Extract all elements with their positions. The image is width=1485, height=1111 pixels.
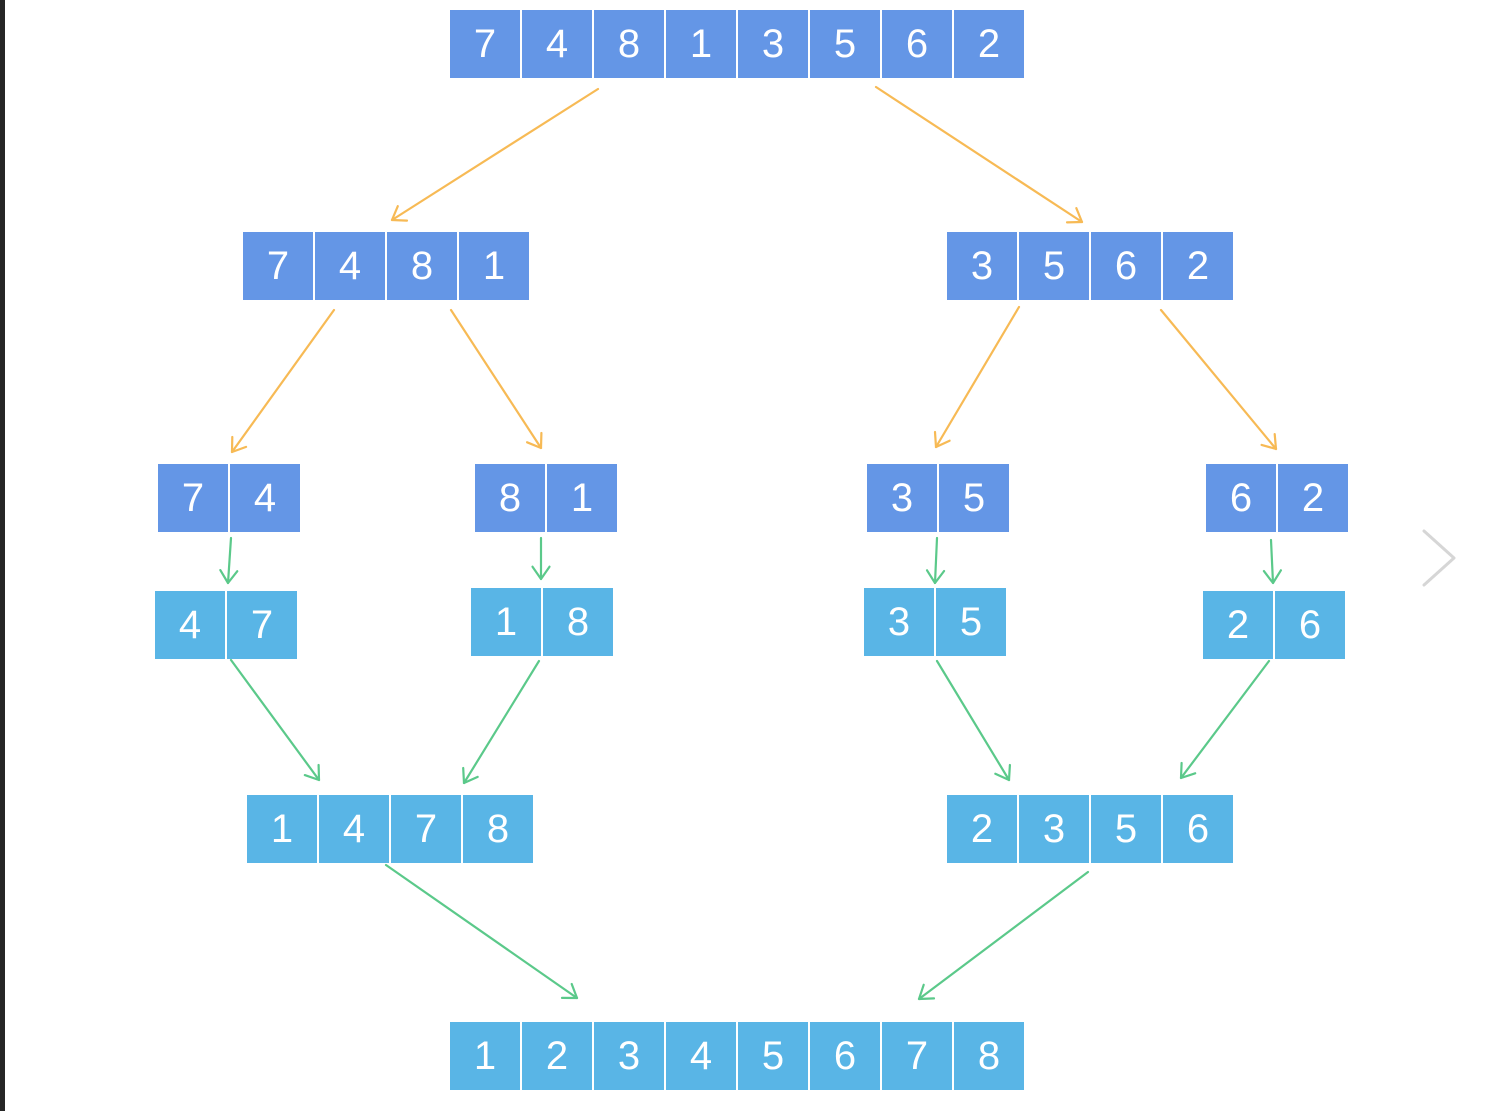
array-cell: 6 <box>810 1022 880 1090</box>
split-arrow <box>1159 308 1278 451</box>
array-cell: 5 <box>810 10 880 78</box>
split-arrow <box>933 305 1021 449</box>
array-cell: 6 <box>1275 591 1345 659</box>
array-cell: 1 <box>471 588 541 656</box>
array-cell: 2 <box>954 10 1024 78</box>
array-cell: 7 <box>391 795 461 863</box>
array-cell: 8 <box>954 1022 1024 1090</box>
split-arrow <box>230 308 336 454</box>
array-cell: 5 <box>1019 232 1089 300</box>
merge-arrow <box>462 659 541 785</box>
array-cell: 1 <box>247 795 317 863</box>
merge-arrow <box>935 659 1012 782</box>
split-arrow <box>449 308 543 450</box>
array-cell: 8 <box>543 588 613 656</box>
array-cell: 2 <box>1203 591 1273 659</box>
merge-arrow <box>925 536 946 585</box>
merge-arrow <box>384 863 579 1000</box>
array-cell: 4 <box>315 232 385 300</box>
array-cell: 7 <box>227 591 297 659</box>
chevron-right-icon[interactable] <box>1418 527 1462 589</box>
merge-arrow <box>1262 538 1283 585</box>
array-cell: 6 <box>882 10 952 78</box>
array-cell: 7 <box>158 464 228 532</box>
array-cell: 2 <box>522 1022 592 1090</box>
window-edge <box>0 0 5 1111</box>
merge-arrow <box>219 536 239 585</box>
array-cell: 1 <box>459 232 529 300</box>
array-cell: 8 <box>594 10 664 78</box>
array-cell: 8 <box>475 464 545 532</box>
array-cell: 5 <box>738 1022 808 1090</box>
array-cell: 4 <box>230 464 300 532</box>
array-cell: 2 <box>947 795 1017 863</box>
array-cell: 6 <box>1206 464 1276 532</box>
array-cell: 6 <box>1091 232 1161 300</box>
array-cell: 3 <box>1019 795 1089 863</box>
array-cell: 4 <box>155 591 225 659</box>
array-cell: 1 <box>666 10 736 78</box>
array-cell: 1 <box>547 464 617 532</box>
array-cell: 8 <box>387 232 457 300</box>
split-arrow <box>390 87 600 222</box>
array-cell: 7 <box>450 10 520 78</box>
merge-arrow <box>531 536 551 581</box>
array-cell: 7 <box>243 232 313 300</box>
array-cell: 1 <box>450 1022 520 1090</box>
merge-arrow <box>229 658 321 782</box>
array-cell: 5 <box>939 464 1009 532</box>
array-cell: 3 <box>594 1022 664 1090</box>
array-cell: 3 <box>864 588 934 656</box>
array-cell: 7 <box>882 1022 952 1090</box>
array-cell: 4 <box>319 795 389 863</box>
array-cell: 4 <box>666 1022 736 1090</box>
array-cell: 3 <box>738 10 808 78</box>
array-cell: 4 <box>522 10 592 78</box>
split-arrow <box>874 85 1084 224</box>
array-cell: 6 <box>1163 795 1233 863</box>
array-cell: 8 <box>463 795 533 863</box>
array-cell: 5 <box>936 588 1006 656</box>
merge-arrow <box>917 870 1090 1001</box>
merge-arrow <box>1179 659 1271 780</box>
array-cell: 3 <box>867 464 937 532</box>
array-cell: 3 <box>947 232 1017 300</box>
array-cell: 2 <box>1163 232 1233 300</box>
array-cell: 5 <box>1091 795 1161 863</box>
array-cell: 2 <box>1278 464 1348 532</box>
